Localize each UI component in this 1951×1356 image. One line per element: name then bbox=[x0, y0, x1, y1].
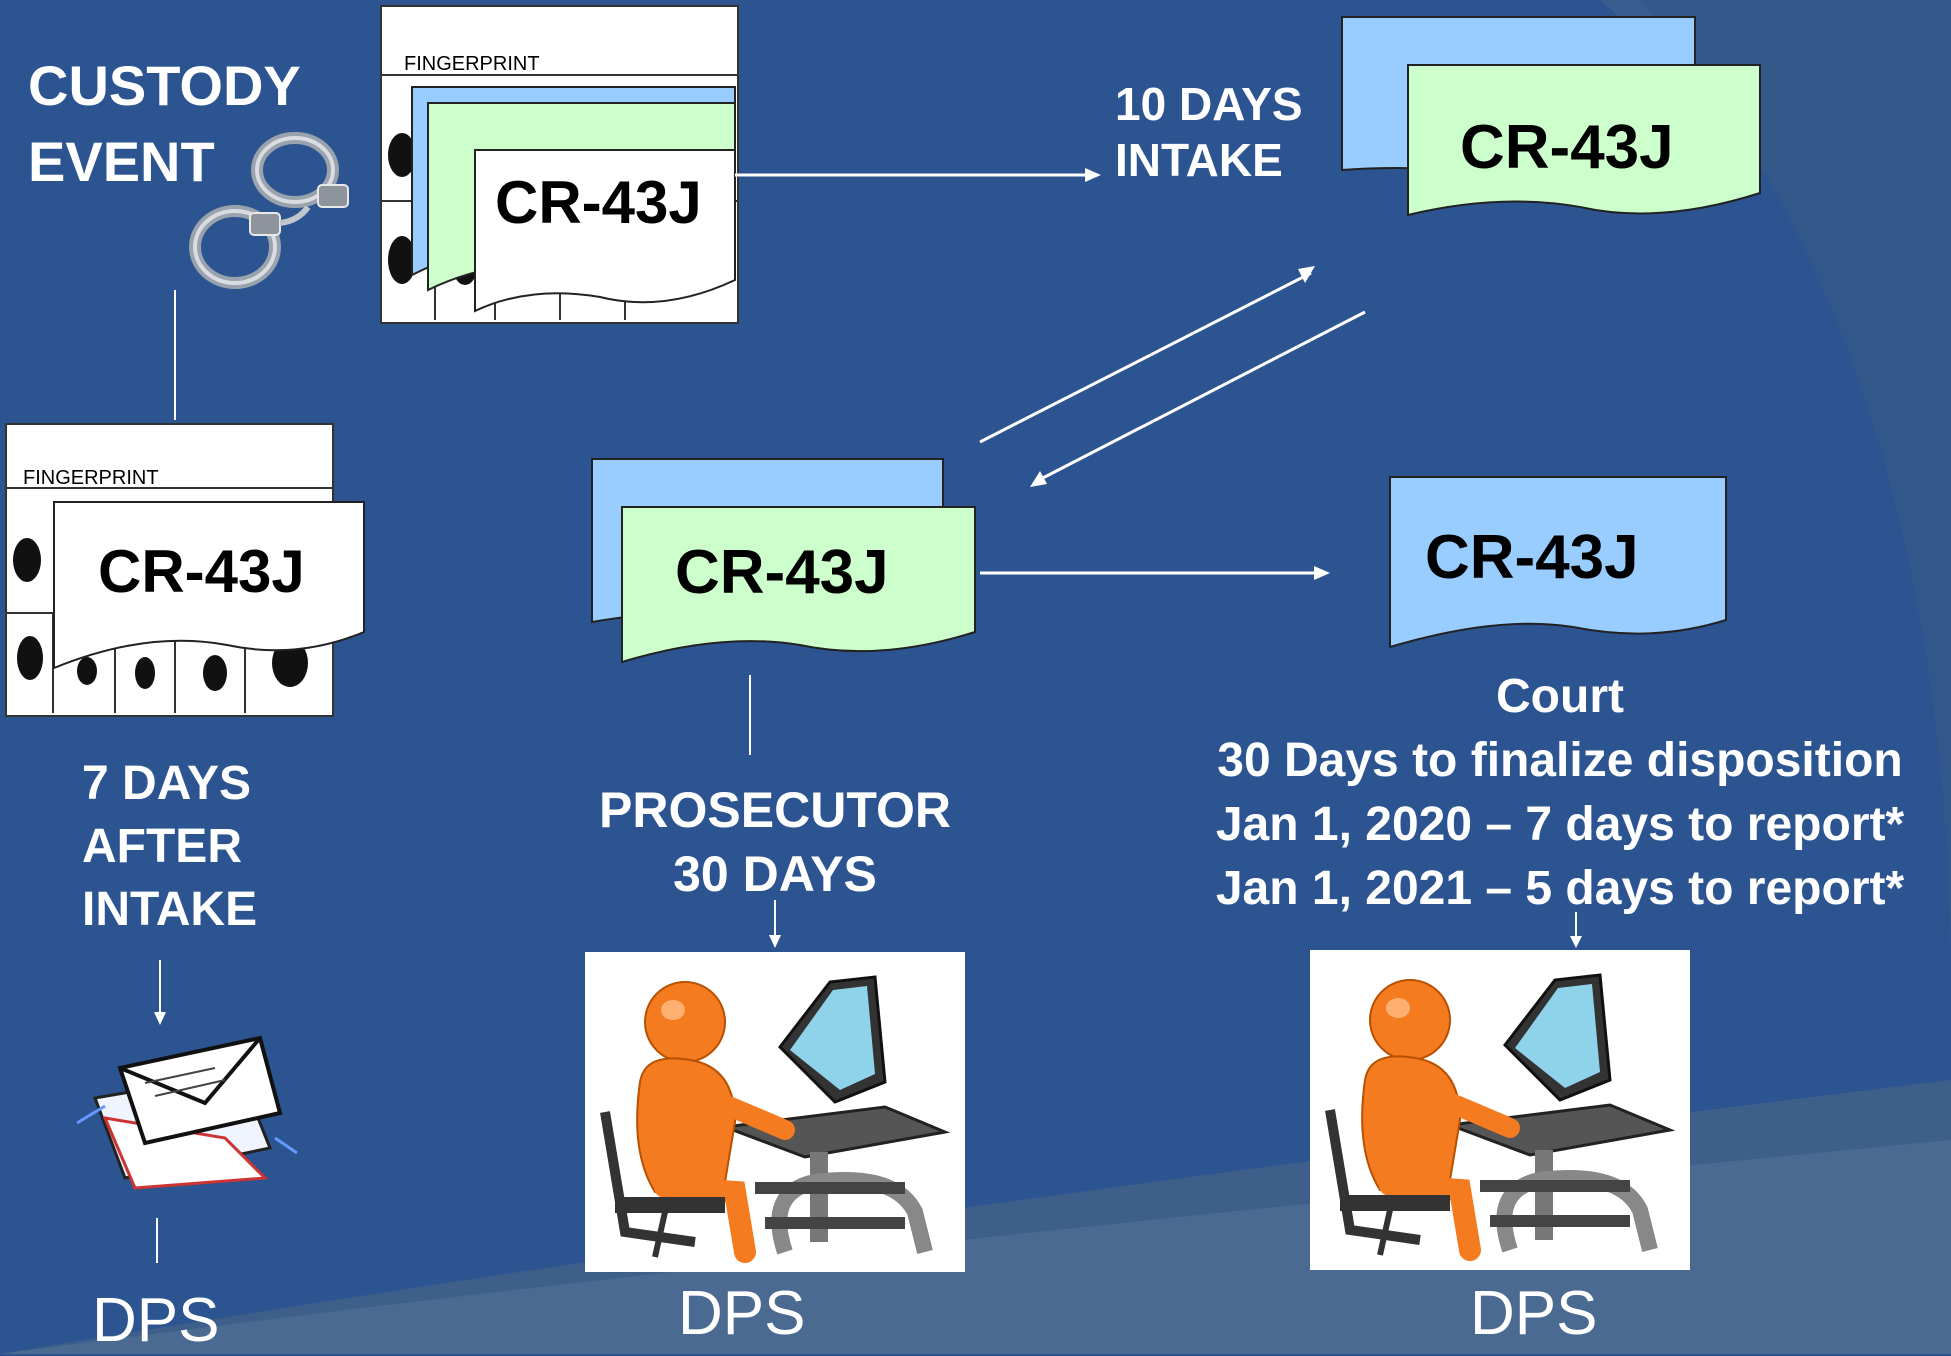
person-at-computer-icon bbox=[585, 952, 965, 1272]
fingerprint-label-left: FINGERPRINT bbox=[23, 467, 159, 489]
dps-label-left: DPS bbox=[92, 1286, 220, 1355]
intake-line-2: INTAKE bbox=[1115, 134, 1283, 186]
court-line-3: Jan 1, 2020 – 7 days to report* bbox=[1215, 798, 1905, 851]
dps-label-middle: DPS bbox=[678, 1279, 806, 1348]
custody-line-2: EVENT bbox=[28, 130, 215, 193]
cr43j-label-court: CR-43J bbox=[1425, 523, 1639, 592]
custody-event-label: CUSTODY EVENT bbox=[28, 48, 301, 200]
arrow-to-computer-middle bbox=[769, 900, 781, 948]
envelope-mail-icon bbox=[76, 1035, 298, 1190]
connector-custody-down bbox=[174, 290, 176, 420]
cr43j-label-top: CR-43J bbox=[495, 169, 702, 236]
person-at-computer-icon-right bbox=[1310, 950, 1690, 1270]
intake-line-1: 10 DAYS bbox=[1115, 78, 1303, 130]
seven-days-line-1: 7 DAYS bbox=[82, 757, 251, 810]
stacked-forms-top bbox=[411, 86, 736, 313]
dps-label-right: DPS bbox=[1470, 1279, 1598, 1348]
form-court bbox=[1389, 476, 1727, 649]
court-line-1: Court bbox=[1496, 670, 1624, 723]
cr43j-label-intake: CR-43J bbox=[1460, 113, 1674, 182]
diagonal-arrows bbox=[979, 266, 1366, 487]
form-left bbox=[53, 501, 365, 670]
court-line-2: 30 Days to finalize disposition bbox=[1217, 734, 1903, 787]
cr43j-label-left: CR-43J bbox=[98, 538, 305, 605]
prosecutor-line-1: PROSECUTOR bbox=[599, 782, 951, 838]
custody-line-1: CUSTODY bbox=[28, 54, 301, 117]
fingerprint-label-top: FINGERPRINT bbox=[404, 53, 540, 75]
seven-days-line-2: AFTER bbox=[82, 820, 242, 873]
seven-days-line-3: INTAKE bbox=[82, 883, 258, 936]
stacked-forms-intake bbox=[1341, 16, 1761, 217]
arrow-to-mail bbox=[154, 960, 166, 1025]
intake-label: 10 DAYS INTAKE bbox=[1115, 76, 1303, 188]
arrow-to-computer-right bbox=[1570, 912, 1582, 948]
handcuffs-icon bbox=[189, 132, 349, 289]
stacked-forms-prosecutor bbox=[591, 458, 976, 664]
arrow-to-court bbox=[980, 566, 1330, 580]
arrow-to-intake bbox=[735, 168, 1101, 182]
connector-prosecutor-down bbox=[749, 675, 751, 755]
prosecutor-label: PROSECUTOR 30 DAYS bbox=[580, 778, 970, 906]
seven-days-label: 7 DAYS AFTER INTAKE bbox=[82, 752, 257, 941]
court-line-4: Jan 1, 2021 – 5 days to report* bbox=[1215, 862, 1905, 915]
court-label: Court 30 Days to finalize disposition Ja… bbox=[1130, 665, 1951, 921]
prosecutor-line-2: 30 DAYS bbox=[673, 846, 877, 902]
cr43j-label-prosecutor: CR-43J bbox=[675, 538, 889, 607]
connector-mail-dps bbox=[156, 1218, 158, 1263]
